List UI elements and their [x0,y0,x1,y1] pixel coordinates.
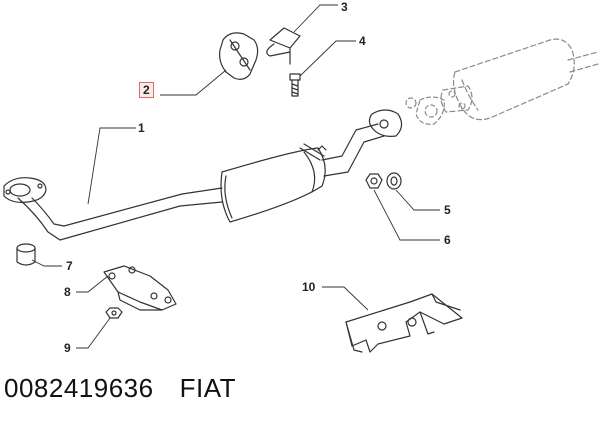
support-bracket-part-10 [345,293,463,353]
nut-part-9 [105,307,123,319]
rubber-mount-part-2 [219,32,259,80]
ring-part-5 [386,172,402,190]
exhaust-pipe-main [17,109,403,241]
callout-6: 6 [444,233,451,247]
callout-3: 3 [341,0,348,14]
pipe-hanger-clip [299,143,327,161]
rear-flange [440,85,473,113]
callout-4: 4 [359,34,366,48]
leader-4 [299,40,356,77]
leader-10 [322,286,369,311]
leader-2 [160,69,227,96]
leader-3 [293,4,338,33]
callout-5: 5 [444,203,451,217]
leader-6 [373,189,440,241]
part-number-caption: 0082419636 FIAT [4,372,236,404]
leader-5 [395,189,440,211]
rear-muffler [452,38,599,121]
callout-1: 1 [138,121,145,135]
leader-9 [76,317,111,349]
front-flange [3,177,47,203]
leader-lines [31,4,440,349]
bracket-plate-part-8 [103,265,177,311]
callout-9: 9 [64,341,71,355]
bolt-part-4 [289,73,301,97]
leader-8 [76,275,109,293]
leader-7 [31,259,62,267]
part-number: 0082419636 [4,373,154,403]
brand-name: FIAT [179,373,237,403]
leader-1 [87,127,136,205]
nut-part-6 [365,173,383,189]
gasket-ring [405,96,445,125]
bracket-part-3 [266,27,301,65]
callout-8: 8 [64,285,71,299]
callout-10: 10 [302,280,316,294]
callout-2: 2 [139,82,154,98]
callout-7: 7 [66,259,73,273]
sleeve-part-7 [16,243,36,266]
